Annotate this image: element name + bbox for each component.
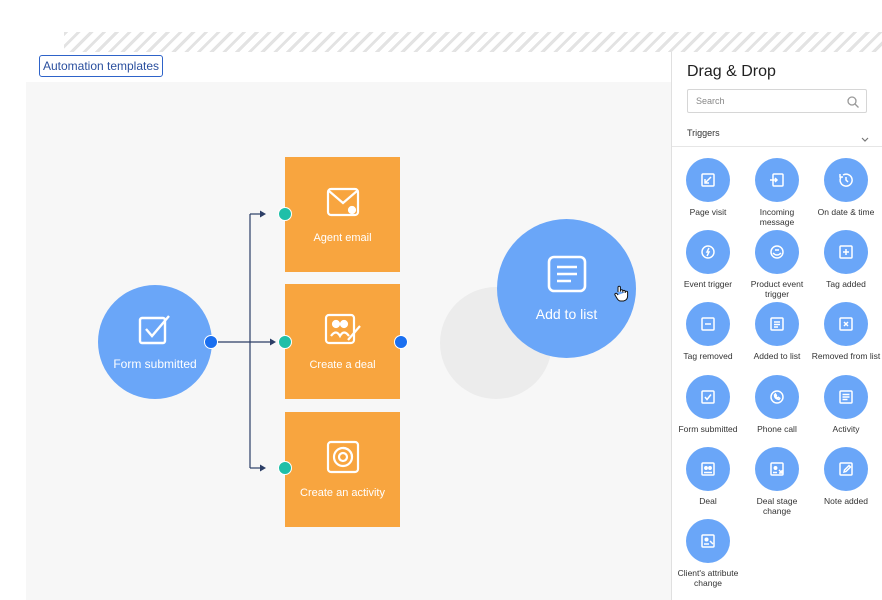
trigger-label: Added to list xyxy=(753,351,801,361)
node-label: Create a deal xyxy=(309,359,376,371)
section-label: Triggers xyxy=(687,128,720,138)
trigger-label: Client's attribute change xyxy=(677,568,739,588)
trigger-tag-added[interactable]: Tag added xyxy=(811,230,881,289)
page-visit-icon xyxy=(686,158,730,202)
triggers-section-toggle[interactable]: Triggers xyxy=(672,122,882,147)
trigger-label: Deal xyxy=(699,496,717,506)
incoming-message-icon xyxy=(755,158,799,202)
trigger-incoming-message[interactable]: Incoming message xyxy=(742,158,812,227)
checkbox-icon xyxy=(138,314,172,351)
trigger-form-submitted[interactable]: Form submitted xyxy=(673,375,743,434)
search-icon[interactable] xyxy=(847,95,859,113)
input-port[interactable] xyxy=(278,461,292,475)
trigger-label: Product event trigger xyxy=(750,279,804,299)
add-to-list-node[interactable]: Add to list xyxy=(497,219,636,358)
trigger-label: Phone call xyxy=(757,424,797,434)
event-trigger-icon xyxy=(686,230,730,274)
form-submitted-icon xyxy=(686,375,730,419)
node-label: Form submitted xyxy=(113,356,197,371)
output-port[interactable] xyxy=(204,335,218,349)
search-box xyxy=(687,89,867,113)
deal-icon xyxy=(686,447,730,491)
trigger-activity[interactable]: Activity xyxy=(811,375,881,434)
agent-email-node[interactable]: Agent email xyxy=(285,157,400,272)
phone-call-icon xyxy=(755,375,799,419)
trigger-label: Removed from list xyxy=(811,351,881,361)
trigger-on-date-time[interactable]: On date & time xyxy=(811,158,881,217)
trigger-label: Note added xyxy=(824,496,868,506)
hand-cursor-icon xyxy=(612,284,630,307)
trigger-page-visit[interactable]: Page visit xyxy=(673,158,743,217)
tag-removed-icon xyxy=(686,302,730,346)
create-activity-node[interactable]: Create an activity xyxy=(285,412,400,527)
trigger-added-to-list[interactable]: Added to list xyxy=(742,302,812,361)
list-icon xyxy=(547,255,587,298)
input-port[interactable] xyxy=(278,207,292,221)
trigger-tag-removed[interactable]: Tag removed xyxy=(673,302,743,361)
trigger-label: Deal stage change xyxy=(756,496,798,516)
trigger-deal[interactable]: Deal xyxy=(673,447,743,506)
input-port[interactable] xyxy=(278,335,292,349)
trigger-label: Event trigger xyxy=(683,279,733,289)
decorative-stripe xyxy=(64,32,882,52)
trigger-event[interactable]: Event trigger xyxy=(673,230,743,289)
trigger-label: Activity xyxy=(832,424,860,434)
trigger-note-added[interactable]: Note added xyxy=(811,447,881,506)
trigger-label: Tag removed xyxy=(683,351,733,361)
drag-drop-panel: Drag & Drop Triggers Page visit Incoming… xyxy=(671,52,882,600)
trigger-label: Form submitted xyxy=(678,424,738,434)
deal-stage-icon xyxy=(755,447,799,491)
panel-title: Drag & Drop xyxy=(687,63,776,80)
tag-added-icon xyxy=(824,230,868,274)
trigger-removed-from-list[interactable]: Removed from list xyxy=(811,302,881,361)
automation-templates-button[interactable]: Automation templates xyxy=(39,55,163,77)
search-input[interactable] xyxy=(688,90,846,112)
form-submitted-node[interactable]: Form submitted xyxy=(98,285,212,399)
trigger-client-attribute-change[interactable]: Client's attribute change xyxy=(673,519,743,588)
create-deal-node[interactable]: Create a deal xyxy=(285,284,400,399)
node-label: Create an activity xyxy=(300,487,385,499)
date-time-icon xyxy=(824,158,868,202)
activity-icon xyxy=(326,440,360,479)
node-label: Add to list xyxy=(535,306,598,322)
product-event-icon xyxy=(755,230,799,274)
trigger-label: On date & time xyxy=(817,207,875,217)
output-port[interactable] xyxy=(394,335,408,349)
activity-icon xyxy=(824,375,868,419)
deal-icon xyxy=(324,312,362,351)
trigger-deal-stage-change[interactable]: Deal stage change xyxy=(742,447,812,516)
note-added-icon xyxy=(824,447,868,491)
trigger-label: Tag added xyxy=(826,279,866,289)
attribute-change-icon xyxy=(686,519,730,563)
trigger-label: Page visit xyxy=(689,207,727,217)
node-label: Agent email xyxy=(313,232,372,244)
added-to-list-icon xyxy=(755,302,799,346)
trigger-phone-call[interactable]: Phone call xyxy=(742,375,812,434)
envelope-icon xyxy=(326,185,360,224)
trigger-label: Incoming message xyxy=(759,207,795,227)
removed-from-list-icon xyxy=(824,302,868,346)
chevron-down-icon xyxy=(861,130,869,148)
trigger-product-event[interactable]: Product event trigger xyxy=(742,230,812,299)
